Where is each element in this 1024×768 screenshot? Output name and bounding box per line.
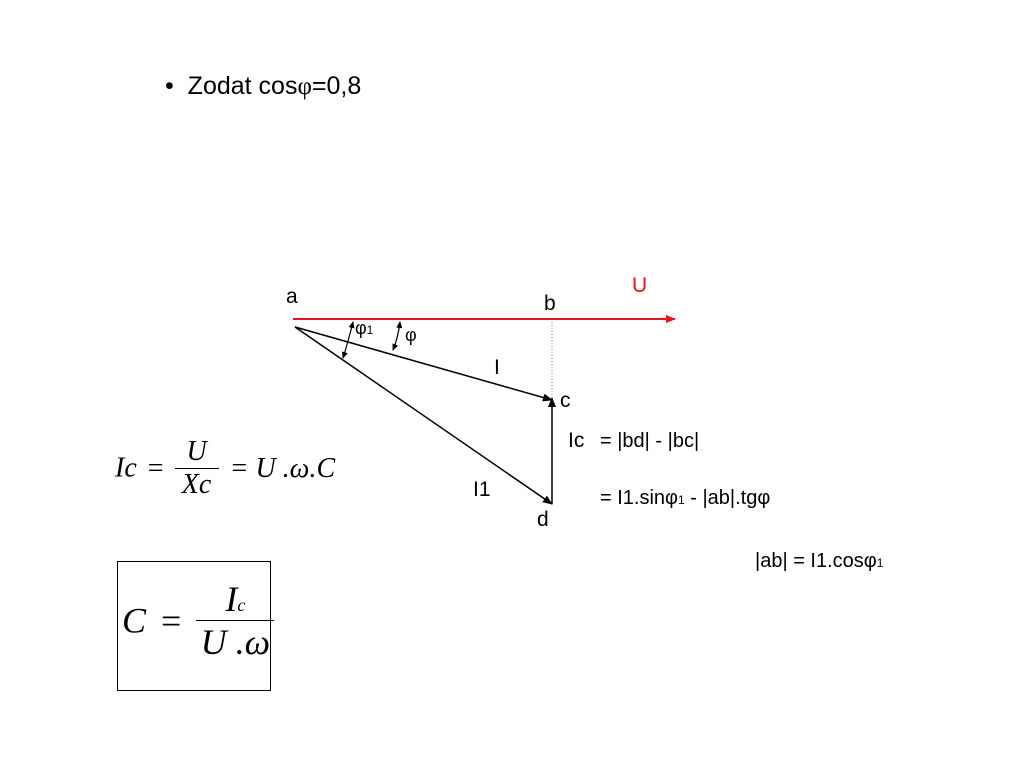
formula-ic-rhs: = U .ω.C: [229, 452, 336, 484]
equation-line3: |ab| = I1.cosφ1: [755, 550, 883, 573]
arc-phi1: [341, 321, 355, 359]
bullet-phi: φ: [297, 73, 312, 100]
vector-i: [294, 326, 553, 402]
eq2-phi2: φ: [757, 487, 771, 509]
eq2-sub: 1: [678, 493, 685, 507]
bullet-text: • Zodat cosφ=0,8: [165, 72, 361, 101]
arc-phi: [392, 321, 403, 351]
formula-ic-fraction: U Xc: [174, 436, 219, 501]
label-c: c: [560, 389, 571, 412]
label-a: a: [286, 285, 298, 308]
equation-line1: = |bd| - |bc|: [600, 430, 700, 452]
label-u: U: [632, 274, 648, 297]
label-b: b: [544, 292, 556, 315]
eq3-sub: 1: [876, 556, 884, 570]
eq2-part-a: = I1.sin: [600, 487, 666, 509]
bullet-prefix: Zodat cos: [187, 72, 298, 100]
formula-c-num-sub: c: [237, 595, 246, 615]
formula-ic-bar: [174, 468, 219, 469]
label-i: I: [494, 356, 500, 379]
formula-c-num-i: I: [225, 579, 238, 619]
label-phi1-symbol: φ: [355, 318, 367, 338]
label-d: d: [537, 508, 549, 531]
eq2-part-b: - |ab|.tg: [684, 487, 758, 509]
label-phi1-sub: 1: [366, 323, 374, 337]
vector-i1: [294, 326, 553, 505]
bullet-suffix: =0,8: [311, 72, 362, 100]
formula-c-eq: =: [161, 600, 182, 641]
bullet-marker: •: [165, 72, 174, 100]
formula-c: C = Ic U .ω: [122, 578, 275, 663]
label-phi1: φ1: [355, 318, 373, 339]
eq2-phi: φ: [665, 487, 679, 509]
formula-c-bar: [196, 620, 275, 621]
formula-ic: Ic = U Xc = U .ω.C: [115, 436, 335, 501]
formula-c-fraction: Ic U .ω: [196, 578, 275, 663]
formula-box: [117, 561, 271, 691]
formula-c-lhs: C: [122, 600, 147, 641]
label-ic: Ic: [568, 429, 585, 452]
formula-ic-num: U: [186, 436, 207, 467]
formula-c-num: Ic: [196, 578, 274, 620]
label-i1: I1: [473, 478, 491, 501]
eq3-phi: φ: [863, 550, 877, 572]
formula-ic-den: Xc: [181, 469, 212, 500]
eq3-part-a: |ab| = I1.cos: [755, 550, 864, 572]
formula-ic-eq: =: [147, 452, 164, 484]
equation-line2: = I1.sinφ1 - |ab|.tgφ: [600, 487, 770, 510]
formula-ic-lhs: Ic: [115, 452, 137, 484]
formula-c-den: U .ω: [200, 622, 271, 662]
label-phi: φ: [405, 325, 417, 345]
